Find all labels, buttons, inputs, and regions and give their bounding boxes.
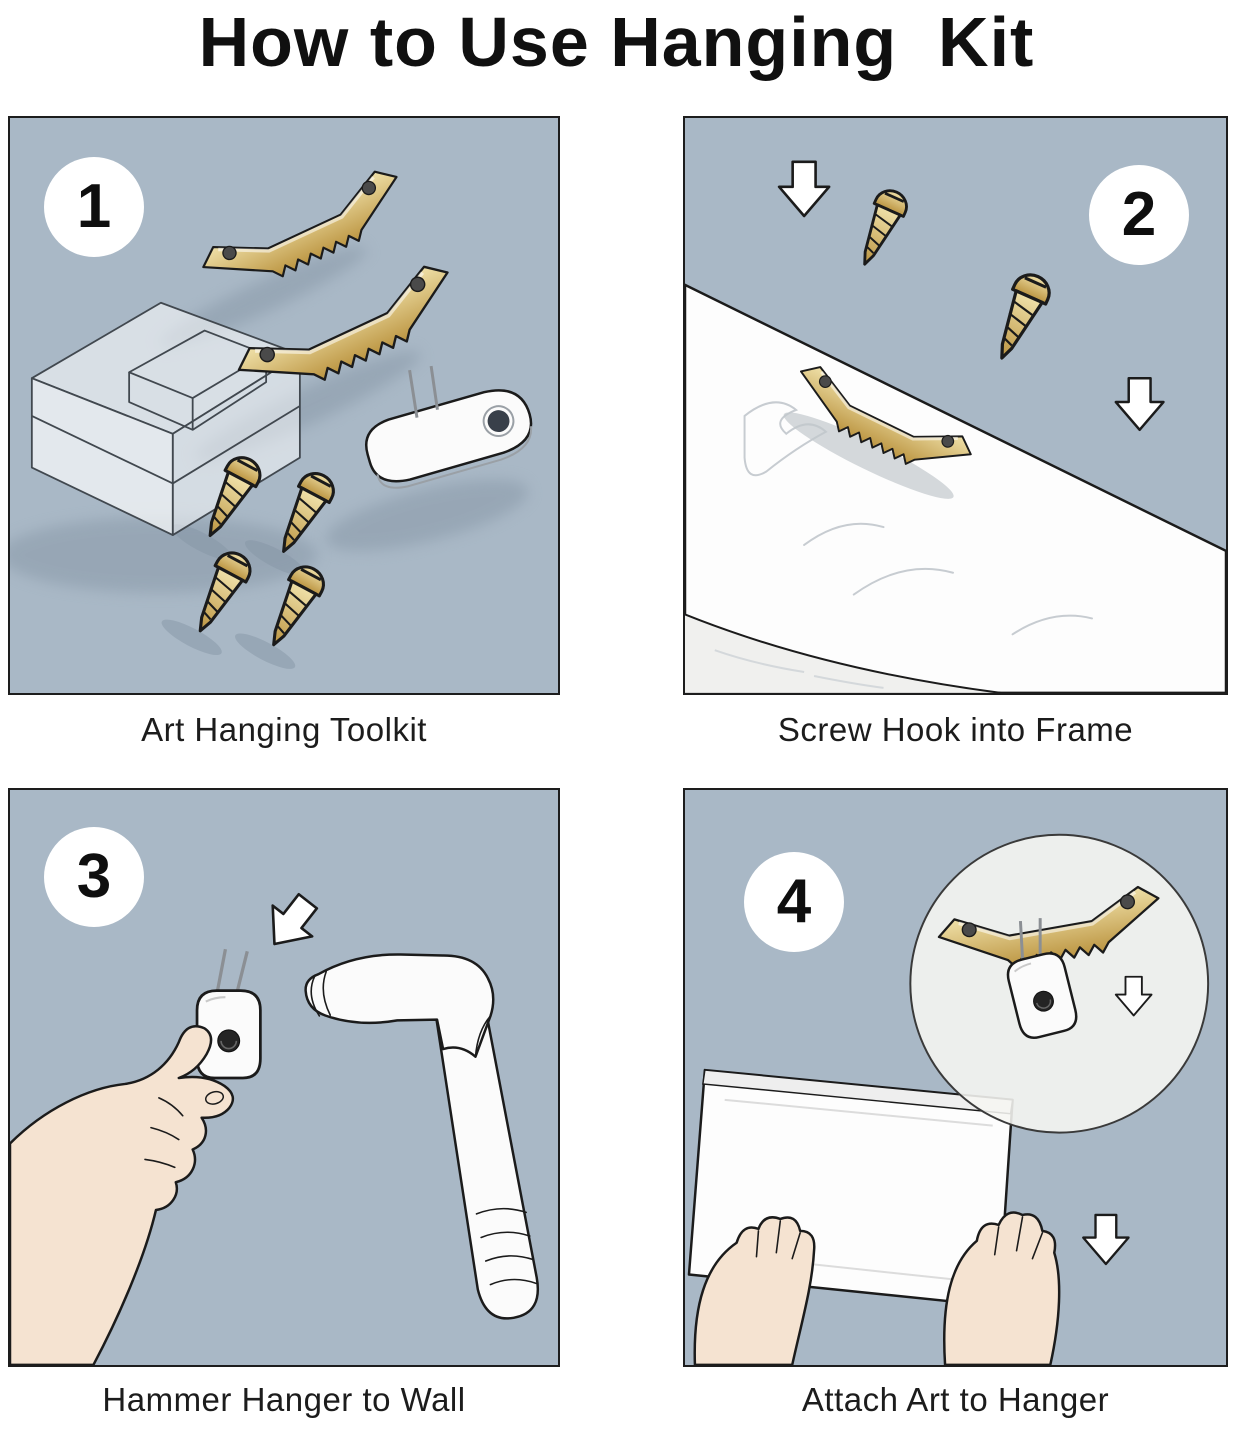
step-grid: 1 Art Hanging Toolkit [8, 115, 1233, 1419]
panel-3-illustration [10, 884, 539, 1365]
step-block-1: 1 Art Hanging Toolkit [8, 115, 560, 788]
screw-icon [983, 267, 1057, 367]
magnifier-detail [909, 833, 1210, 1134]
step-number: 3 [76, 842, 112, 911]
wall-hook-flat [365, 365, 533, 489]
panel-caption: Screw Hook into Frame [777, 710, 1134, 748]
right-hand-illustration [943, 1210, 1061, 1365]
screw-icon [848, 183, 913, 272]
panel-caption: Hammer Hanger to Wall [102, 1380, 466, 1418]
panel-4-illustration [687, 833, 1210, 1365]
step-number-badge: 3 [44, 826, 144, 927]
step-number-badge: 4 [744, 851, 844, 952]
step-block-3: 3 Hammer Hanger to Wall [8, 787, 560, 1419]
step-number-badge: 1 [44, 156, 144, 257]
step-panel-1: 1 [8, 115, 560, 695]
step-block-2: 2 Screw Hook into Frame [683, 115, 1228, 788]
step-number: 4 [776, 867, 812, 936]
clear-storage-box [30, 301, 301, 536]
step-block-4: 4 Attach Art to Hanger [683, 787, 1228, 1419]
down-arrow-icon [777, 159, 831, 217]
down-arrow-icon [1082, 1213, 1130, 1265]
step-number: 1 [76, 172, 112, 241]
step-number-badge: 2 [1089, 164, 1189, 265]
panel-1-illustration [10, 162, 533, 669]
step-number: 2 [1121, 180, 1157, 249]
picture-frame-board [685, 283, 1226, 693]
left-hand-illustration [693, 1215, 816, 1365]
down-arrow-icon [1114, 376, 1165, 431]
panel-2-illustration [685, 159, 1226, 693]
page-title: How to Use Hanging Kit [198, 3, 1035, 81]
hand-illustration [10, 1024, 235, 1365]
panel-caption: Attach Art to Hanger [801, 1380, 1110, 1418]
down-left-arrow-icon [253, 884, 329, 961]
panel-caption: Art Hanging Toolkit [141, 710, 427, 748]
hammer-illustration [304, 952, 539, 1320]
step-panel-4: 4 [683, 787, 1228, 1367]
wall-hook-icon [195, 946, 263, 1080]
step-panel-2: 2 [683, 115, 1228, 695]
step-panel-3: 3 [8, 787, 560, 1367]
